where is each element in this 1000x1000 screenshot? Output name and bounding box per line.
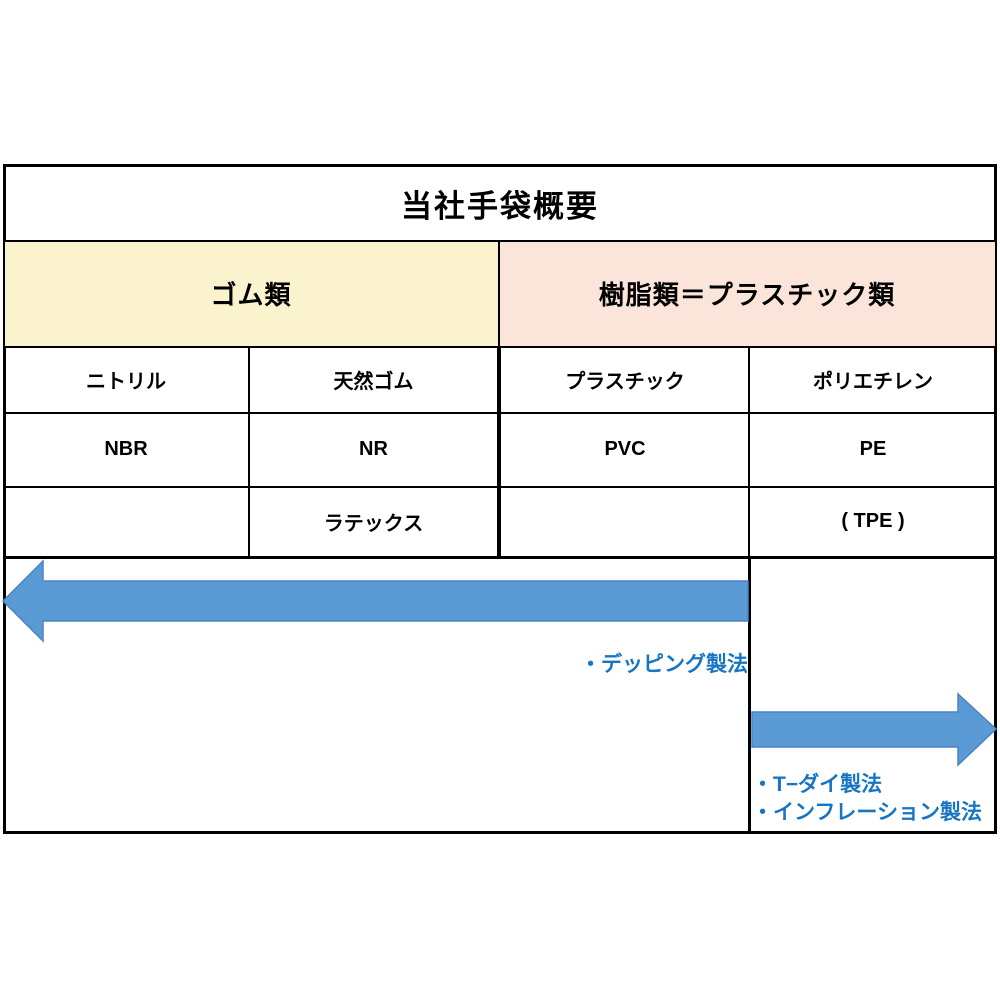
inflation-process-label: ・インフレーション製法 xyxy=(752,801,982,824)
extra-cell-latex: ラテックス xyxy=(323,512,424,535)
category-divider xyxy=(498,240,500,346)
category-header-plastic: 樹脂類＝プラスチック類 xyxy=(598,279,896,310)
extra-cell-empty-2 xyxy=(501,486,749,556)
material-cell-polyethylene: ポリエチレン xyxy=(813,370,933,393)
plastic-process-labels: ・T−ダイ製法 ・インフレーション製法 xyxy=(752,771,982,827)
material-cell-plastic: プラスチック xyxy=(565,370,685,393)
extra-cell-tpe: ( TPE ) xyxy=(841,509,905,532)
extra-cell-empty-1 xyxy=(3,486,249,556)
code-cell-pvc: PVC xyxy=(604,437,646,460)
divider-below-title xyxy=(3,240,997,242)
dipping-process-label: ・デッピング製法 xyxy=(580,653,748,676)
page-title: 当社手袋概要 xyxy=(401,189,599,224)
rubber-category-band xyxy=(5,241,499,346)
column-divider-2-thick xyxy=(497,346,501,556)
code-cell-pe: PE xyxy=(859,437,887,460)
t-die-process-label: ・T−ダイ製法 xyxy=(752,773,883,796)
arrow-area-divider xyxy=(748,556,751,834)
column-divider-1 xyxy=(248,346,250,556)
divider-above-arrow-area xyxy=(3,556,997,559)
material-cell-nitrile: ニトリル xyxy=(86,370,166,393)
code-cell-nbr: NBR xyxy=(104,437,148,460)
column-divider-3 xyxy=(748,346,750,556)
plastic-category-band xyxy=(499,241,995,346)
material-cell-natural-rubber: 天然ゴム xyxy=(333,370,414,393)
code-cell-nr: NR xyxy=(359,437,388,460)
category-header-rubber: ゴム類 xyxy=(210,279,292,310)
